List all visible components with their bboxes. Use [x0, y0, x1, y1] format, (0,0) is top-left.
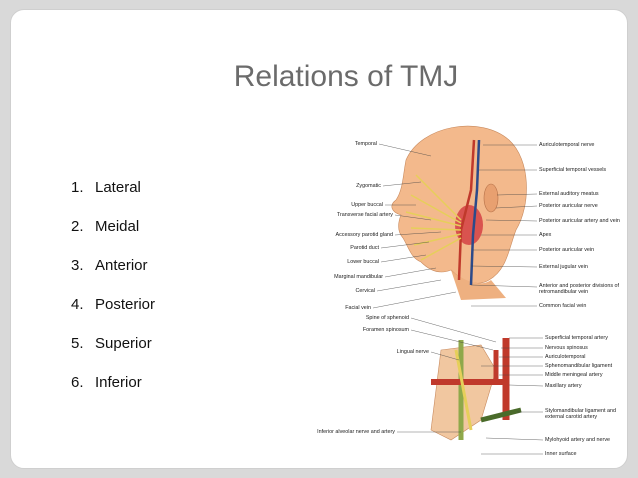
label-zygomatic: Zygomatic: [356, 183, 381, 189]
label-middle-meningeal-artery: Middle meningeal artery: [545, 372, 603, 378]
label-upper-buccal: Upper buccal: [351, 202, 383, 208]
label-mylohyoid-artery-nerve: Mylohyoid artery and nerve: [545, 437, 611, 443]
anatomy-figure: Temporal Zygomatic Upper buccal Transver…: [311, 120, 627, 466]
list-item: 5.Superior: [71, 335, 152, 352]
facial-nerve-branches: [405, 174, 462, 261]
list-item: 2.Meidal: [71, 218, 140, 235]
list-item: 6.Inferior: [71, 374, 142, 391]
slide-title: Relations of TMJ: [233, 60, 459, 93]
label-maxillary-artery: Maxillary artery: [545, 383, 582, 389]
label-lingual-nerve: Lingual nerve: [396, 349, 429, 355]
label-common-facial-vein: Common facial vein: [539, 303, 587, 309]
label-posterior-auricular-vein: Posterior auricular vein: [539, 247, 595, 253]
label-inner-surface: Inner surface: [545, 451, 577, 457]
label-external-jugular-vein: External jugular vein: [539, 264, 588, 270]
label-nervous-spinosus: Nervous spinosus: [545, 345, 588, 351]
label-spine-of-sphenoid: Spine of sphenoid: [365, 315, 409, 321]
label-external-auditory-meatus: External auditory meatus: [539, 191, 599, 197]
label-apex: Apex: [539, 232, 552, 238]
label-cervical: Cervical: [355, 288, 375, 294]
label-superficial-temporal-vessels: Superficial temporal vessels: [539, 167, 607, 173]
neck-shape: [451, 270, 506, 300]
list-item: 3.Anterior: [71, 257, 148, 274]
label-accessory-parotid: Accessory parotid gland: [335, 232, 393, 238]
anatomy-illustration: [372, 125, 544, 455]
vein-line: [469, 139, 481, 286]
list-item: 1.Lateral: [71, 179, 141, 196]
stylomandibular-ligament: [480, 407, 522, 423]
lingual-nerve: [454, 349, 473, 431]
list-item: 4.Posterior: [71, 296, 156, 313]
label-posterior-auricular-artery-vein: Posterior auricular artery and vein: [539, 218, 620, 224]
label-stylomandibular-ligament: Stylomandibular ligament and external ca…: [545, 408, 617, 420]
label-posterior-auricular-nerve: Posterior auricular nerve: [539, 203, 598, 209]
label-retromandibular-vein: Anterior and posterior divisions of retr…: [539, 283, 620, 295]
relations-list: 1.Lateral 2.Meidal 3.Anterior 4.Posterio…: [71, 178, 155, 412]
artery-line: [457, 139, 476, 281]
head-shape: [391, 125, 527, 284]
label-auriculotemporal: Auriculotemporal: [545, 354, 586, 360]
label-auriculotemporal-nerve: Auriculotemporal nerve: [539, 142, 595, 148]
label-marginal-mandibular: Marginal mandibular: [334, 274, 383, 280]
slide: Relations of TMJ 1.Lateral 2.Meidal 3.An…: [10, 9, 628, 469]
label-transverse-facial-artery: Transverse facial artery: [336, 212, 393, 218]
ear-shape: [483, 183, 499, 213]
label-inferior-alveolar: Inferior alveolar nerve and artery: [317, 429, 395, 435]
label-foramen-spinosum: Foramen spinosum: [362, 327, 409, 333]
label-facial-vein: Facial vein: [345, 305, 371, 311]
label-superficial-temporal-artery: Superficial temporal artery: [545, 335, 608, 341]
label-temporal: Temporal: [354, 141, 377, 147]
label-parotid-duct: Parotid duct: [350, 245, 379, 251]
label-sphenomandibular-ligament: Sphenomandibular ligament: [545, 363, 613, 369]
label-lower-buccal: Lower buccal: [347, 259, 379, 265]
